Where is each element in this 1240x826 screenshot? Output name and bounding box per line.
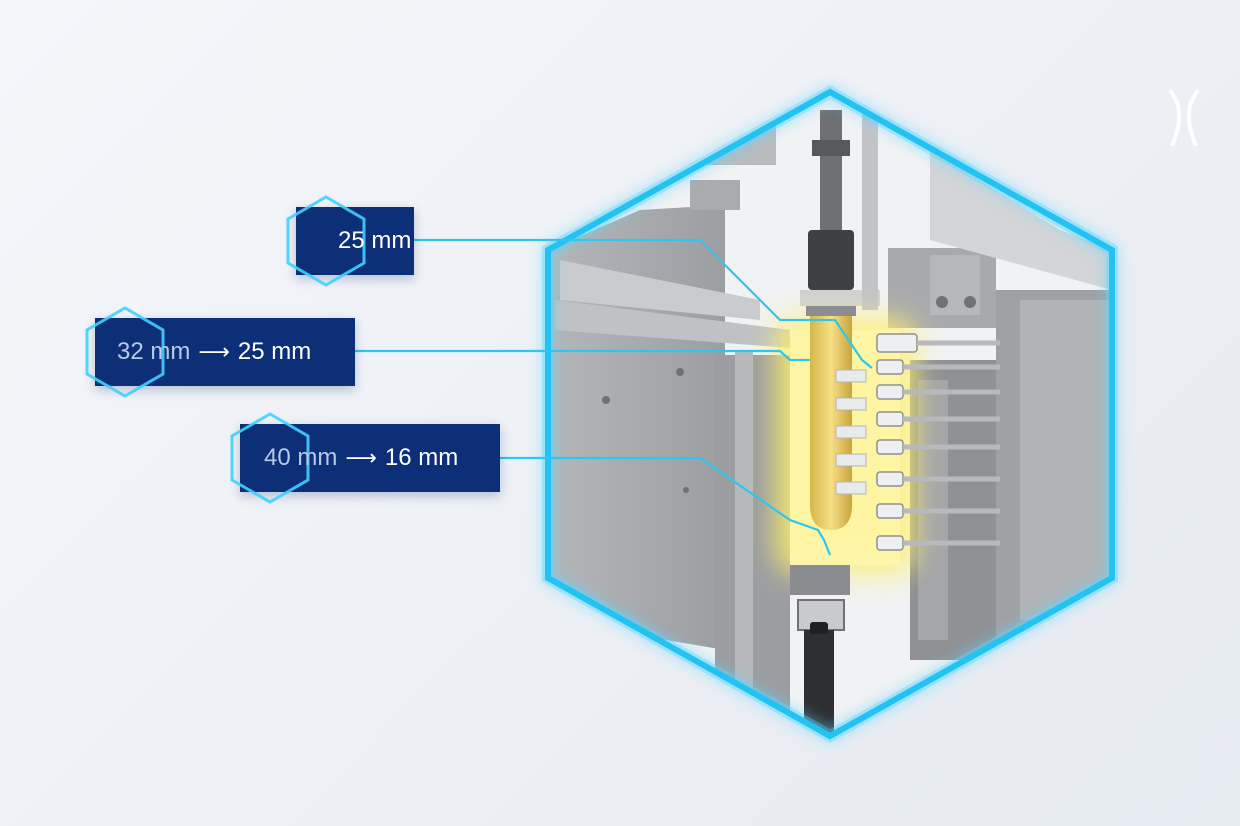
dimension-label-3: 40 mm ⟶ 16 mm <box>230 412 500 504</box>
dimension-to: 25 mm <box>237 338 312 365</box>
machine-cutaway <box>548 92 1112 736</box>
leader-line-3 <box>500 456 832 556</box>
dimension-from: 32 mm <box>117 338 191 365</box>
dimension-text: 32 mm ⟶ 25 mm <box>117 338 311 366</box>
dimension-text: 25 mm <box>322 227 411 255</box>
leader-lines <box>355 238 873 556</box>
logo-mark-icon <box>1168 88 1200 147</box>
dimension-label-1: 25 mm <box>286 195 414 287</box>
dimension-to: 16 mm <box>384 444 459 471</box>
leader-line-2 <box>355 349 810 362</box>
arrow-icon: ⟶ <box>198 339 230 365</box>
dimension-from: 40 mm <box>264 444 338 471</box>
dimension-label-2: 32 mm ⟶ 25 mm <box>85 306 355 398</box>
leader-line-1 <box>414 238 873 369</box>
dimension-to: 25 mm <box>338 227 412 254</box>
arrow-icon: ⟶ <box>345 445 377 471</box>
dimension-text: 40 mm ⟶ 16 mm <box>264 444 458 472</box>
hexagon-frame <box>545 88 1115 740</box>
